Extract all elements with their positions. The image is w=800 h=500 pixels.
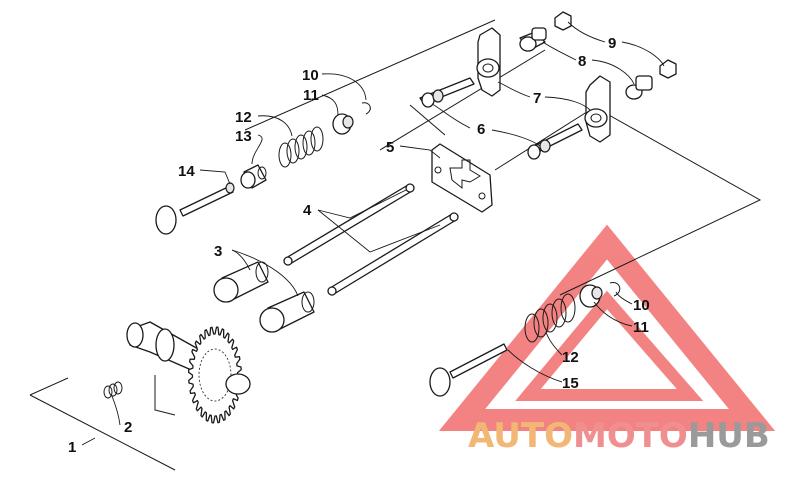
rocker-stud-lower — [527, 123, 583, 160]
leader-9b — [621, 41, 665, 67]
lifter-lower — [259, 291, 315, 333]
adjuster-upper — [519, 11, 572, 52]
gear-hub — [198, 348, 232, 402]
valve-intake — [155, 182, 235, 235]
watermark-moto: MOTO — [573, 416, 688, 456]
leader-6a — [431, 103, 471, 129]
leader-7b — [544, 96, 591, 111]
leader-13 — [251, 134, 263, 165]
watermark-auto: AUTO — [468, 416, 573, 456]
valve-keeper-lower — [609, 282, 621, 297]
callout-14: 14 — [178, 163, 195, 180]
leader-8b — [591, 59, 635, 85]
gear-teeth — [187, 326, 243, 424]
push-rods — [283, 183, 459, 296]
callout-9: 9 — [608, 35, 616, 52]
leader-11a — [321, 94, 339, 116]
leader-12a — [257, 115, 293, 137]
leader-4b — [317, 209, 441, 253]
leader-6b — [491, 129, 541, 147]
leader-1 — [81, 437, 96, 446]
valve-spring-upper — [278, 126, 324, 168]
callout-11-upper: 11 — [303, 87, 319, 104]
callout-13: 13 — [235, 128, 252, 145]
leader-lines — [81, 21, 665, 446]
leader-2 — [111, 395, 121, 426]
callout-8: 8 — [578, 53, 586, 70]
watermark-inner-triangle — [515, 290, 704, 401]
spring-retainer-lower — [579, 284, 603, 308]
adjuster-lower — [625, 59, 677, 100]
rocker-stud-upper — [419, 77, 475, 108]
callout-6: 6 — [477, 121, 485, 138]
leader-8a — [542, 41, 577, 61]
leader-11b — [593, 301, 633, 327]
leader-14 — [199, 169, 231, 185]
valve-keeper-upper — [361, 102, 371, 115]
lifter-upper — [213, 261, 269, 303]
callout-2: 2 — [124, 419, 132, 436]
leader-7a — [497, 81, 531, 98]
leader-4a — [317, 189, 407, 219]
leader-12b — [545, 331, 563, 356]
rocker-arm-lower — [584, 75, 611, 143]
valve-exhaust — [429, 343, 508, 397]
rocker-arm-upper — [476, 27, 501, 97]
callout-10-lower: 10 — [633, 297, 650, 314]
leader-5 — [399, 145, 441, 159]
valve-spring-lower — [524, 293, 576, 343]
release-spring — [103, 381, 123, 399]
assembly-outline — [244, 19, 762, 296]
leader-15 — [507, 349, 563, 383]
leader-3b — [231, 249, 299, 297]
callout-5: 5 — [386, 139, 394, 156]
callout-12-upper: 12 — [235, 109, 252, 126]
callout-7: 7 — [533, 90, 541, 107]
spring-retainer-upper — [332, 113, 354, 135]
watermark-logo — [438, 224, 776, 431]
callout-4: 4 — [303, 202, 312, 219]
callout-12-lower: 12 — [562, 349, 579, 366]
watermark-outer-triangle — [438, 224, 776, 431]
leader-10b — [615, 291, 633, 305]
leader-10a — [321, 73, 367, 101]
callout-1: 1 — [68, 439, 76, 456]
callout-15: 15 — [562, 375, 579, 392]
callout-11-lower: 11 — [633, 319, 649, 336]
watermark-text: AUTOMOTOHUB — [468, 416, 770, 456]
callout-10-upper: 10 — [302, 67, 319, 84]
camshaft-assembly — [126, 321, 251, 424]
guide-plate — [431, 143, 493, 213]
watermark-hub: HUB — [688, 416, 770, 456]
callout-labels: 10 11 12 13 14 3 4 5 6 7 8 9 10 11 12 15… — [68, 35, 650, 456]
callout-3: 3 — [214, 243, 222, 260]
cam-gear — [187, 326, 243, 424]
leader-9a — [567, 21, 606, 43]
camshaft-bracket-lines — [29, 375, 176, 471]
valve-stem-seal — [240, 164, 267, 189]
